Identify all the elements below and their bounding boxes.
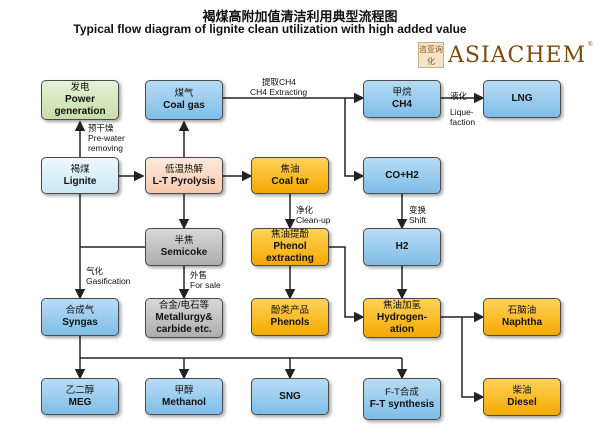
- box-sng-en: SNG: [279, 390, 301, 402]
- label-gasification-cn: 气化: [86, 266, 104, 276]
- label-gasification-en: Gasification: [86, 276, 131, 286]
- title-chinese: 褐煤高附加值清洁利用典型流程图: [202, 9, 398, 24]
- title-english: Typical flow diagram of lignite clean ut…: [73, 22, 467, 36]
- arrow-hydrogenation-to-diesel: [461, 317, 485, 403]
- box-phenols-cn: 酚类产品: [270, 305, 309, 316]
- label-pre-drying-en1: Pre-water: [88, 133, 125, 143]
- label-liquefaction-en2: faction: [450, 117, 476, 127]
- box-meg-en: MEG: [68, 396, 92, 408]
- box-syngas: 合成气 Syngas: [41, 298, 119, 336]
- box-semicoke-en: Semicoke: [160, 247, 208, 258]
- box-phenols: 酚类产品 Phenols: [251, 298, 329, 336]
- box-hydrogenation-en: Hydrogen- ation: [377, 312, 427, 335]
- logo-wordmark: ASIACHEM: [448, 43, 587, 68]
- box-sng: SNG: [251, 378, 329, 415]
- box-methane: 甲烷 CH4: [363, 80, 441, 118]
- box-ft-synthesis: F-T合成 F-T synthesis: [363, 378, 441, 420]
- box-coal-gas: 煤气 Coal gas: [145, 80, 223, 120]
- box-meg: 乙二醇 MEG: [41, 378, 119, 415]
- box-co-h2: CO+H2: [363, 157, 441, 194]
- box-ft-synthesis-en: F-T synthesis: [369, 399, 435, 410]
- box-coal-tar-cn: 焦油: [280, 163, 300, 175]
- box-naphtha: 石脑油 Naphtha: [483, 298, 561, 336]
- box-metallurgy: 合金/电石等 Metallurgy& carbide etc.: [145, 298, 223, 338]
- box-metallurgy-cn: 合金/电石等: [158, 300, 210, 311]
- label-pre-drying-en2: removing: [88, 143, 123, 153]
- logo-seal: 咨亚询化: [418, 42, 444, 68]
- box-lng-en: LNG: [511, 93, 533, 104]
- box-phenol-extracting-cn: 焦油提酚: [270, 229, 309, 240]
- box-semicoke: 半焦 Semicoke: [145, 228, 223, 266]
- box-methanol-en: Methanol: [162, 396, 206, 408]
- box-coal-gas-en: Coal gas: [163, 100, 205, 111]
- box-methane-en: CH4: [391, 99, 412, 110]
- box-meg-cn: 乙二醇: [65, 384, 95, 396]
- logo-registered-mark: ®: [588, 42, 593, 48]
- label-for-sale-en: For sale: [190, 280, 221, 290]
- label-clean-up: 净化 Clean-up: [296, 205, 331, 225]
- box-h2-en: H2: [395, 241, 409, 252]
- label-ch4-extracting-cn: 提取CH4: [262, 77, 297, 87]
- box-coal-tar: 焦油 Coal tar: [251, 157, 329, 194]
- label-for-sale-cn: 外售: [190, 270, 208, 280]
- box-methanol: 甲醇 Methanol: [145, 378, 223, 415]
- label-ch4-extracting-en: CH4 Extracting: [250, 87, 308, 97]
- box-metallurgy-en: Metallurgy& carbide etc.: [155, 312, 213, 335]
- box-naphtha-en: Naphtha: [502, 317, 542, 328]
- box-phenol-extracting-en: Phenol extracting: [266, 241, 314, 264]
- box-h2: H2: [363, 228, 441, 266]
- box-semicoke-cn: 半焦: [174, 235, 194, 246]
- box-diesel-cn: 柴油: [512, 385, 532, 396]
- box-co-h2-en: CO+H2: [385, 169, 419, 181]
- box-methane-cn: 甲烷: [392, 87, 412, 98]
- box-hydrogenation: 焦油加氢 Hydrogen- ation: [363, 298, 441, 338]
- box-syngas-en: Syngas: [62, 317, 98, 328]
- box-lt-pyrolysis-cn: 低温热解: [164, 163, 203, 175]
- label-liquefaction: 液化 Lique- faction: [450, 91, 475, 127]
- box-power-generation-cn: 发电: [70, 82, 90, 93]
- box-methanol-cn: 甲醇: [174, 384, 194, 396]
- label-clean-up-en: Clean-up: [296, 215, 331, 225]
- box-lng: LNG: [483, 80, 561, 118]
- box-lignite-en: Lignite: [63, 175, 97, 187]
- arrow-coalgas-to-coh2: [344, 98, 365, 182]
- label-ch4-extracting: 提取CH4 CH4 Extracting: [250, 77, 307, 97]
- box-lignite-cn: 褐煤: [70, 163, 90, 175]
- box-naphtha-cn: 石脑油: [507, 305, 537, 316]
- label-gasification: 气化 Gasification: [86, 266, 130, 286]
- box-syngas-cn: 合成气: [65, 305, 95, 316]
- label-clean-up-cn: 净化: [296, 205, 314, 215]
- box-diesel: 柴油 Diesel: [483, 378, 561, 416]
- box-lt-pyrolysis-en: L-T Pyrolysis: [152, 175, 216, 187]
- box-power-generation: 发电 Power generation: [41, 80, 119, 120]
- label-shift-cn: 变换: [409, 205, 427, 215]
- box-coal-tar-en: Coal tar: [271, 175, 309, 187]
- box-phenol-extracting: 焦油提酚 Phenol extracting: [251, 228, 329, 266]
- label-pre-drying-cn: 预干燥: [88, 123, 114, 133]
- arrow-phenolext-to-hydrogenation: [329, 246, 365, 323]
- label-shift: 变换 Shift: [409, 205, 426, 225]
- box-phenols-en: Phenols: [270, 317, 310, 328]
- label-pre-drying: 预干燥 Pre-water removing: [88, 123, 125, 153]
- box-lignite: 褐煤 Lignite: [41, 157, 119, 194]
- box-ft-synthesis-cn: F-T合成: [385, 387, 419, 398]
- box-diesel-en: Diesel: [507, 397, 537, 408]
- box-coal-gas-cn: 煤气: [174, 88, 194, 99]
- label-for-sale: 外售 For sale: [190, 270, 221, 290]
- box-power-generation-en: Power generation: [54, 94, 106, 117]
- box-hydrogenation-cn: 焦油加氢: [382, 300, 421, 311]
- label-shift-en: Shift: [409, 215, 427, 225]
- label-liquefaction-cn: 液化: [450, 91, 468, 101]
- label-liquefaction-en1: Lique-: [450, 107, 474, 117]
- box-lt-pyrolysis: 低温热解 L-T Pyrolysis: [145, 157, 223, 194]
